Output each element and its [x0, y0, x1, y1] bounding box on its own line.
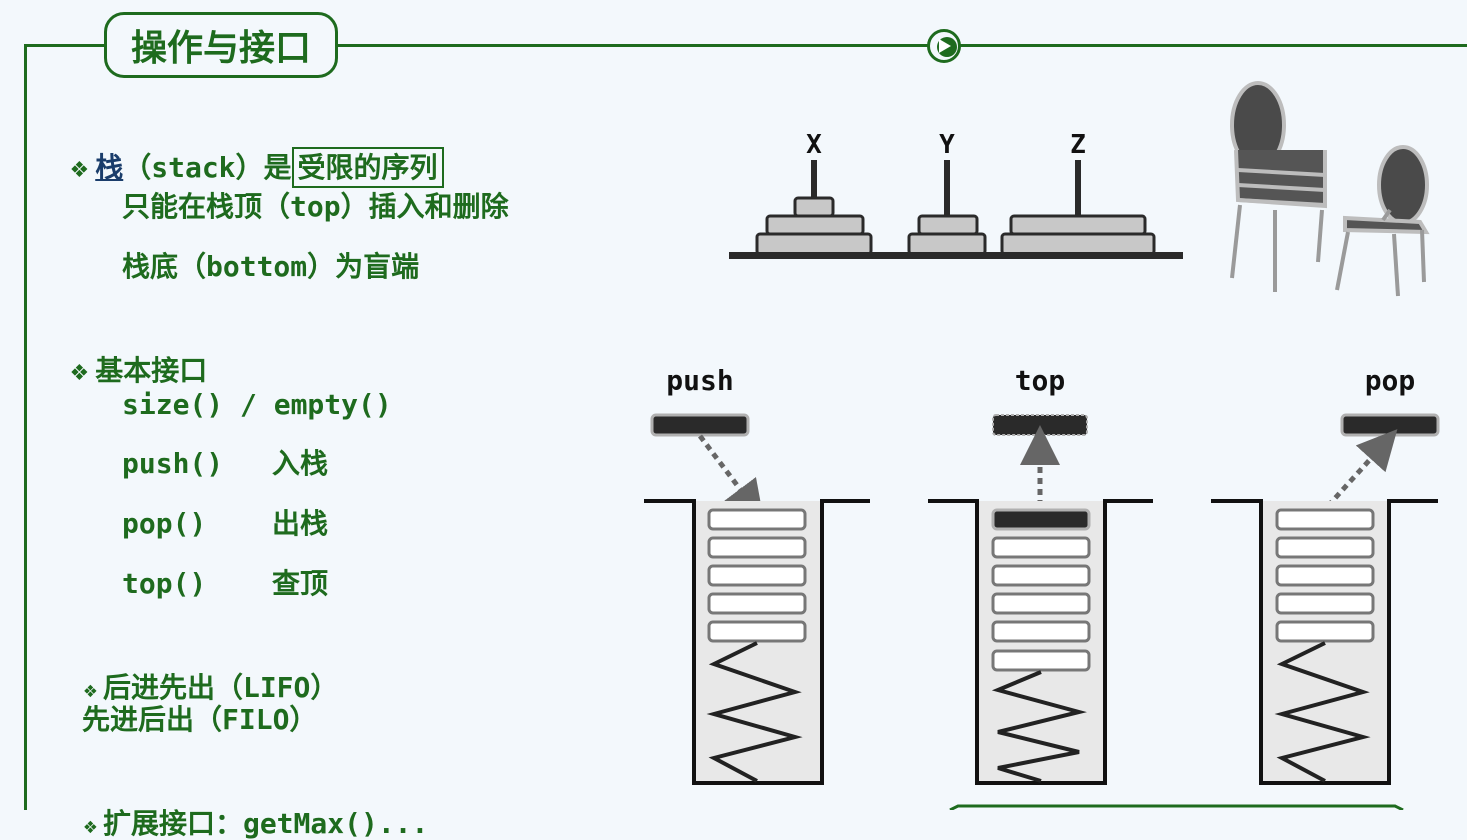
play-icon	[939, 39, 951, 53]
stack-slot	[1275, 536, 1375, 559]
text-bottom-blind: 栈底（bottom）为盲端	[122, 250, 420, 283]
push-label: push	[666, 364, 733, 397]
code-push: push()	[122, 447, 224, 480]
code-pop: pop()	[122, 507, 207, 540]
stack-slot	[707, 620, 807, 643]
stack-well-pop	[1211, 499, 1438, 785]
disk	[755, 232, 873, 256]
stack-paren: （stack）是	[123, 151, 292, 184]
disk	[1009, 214, 1147, 236]
peg-y	[944, 160, 950, 218]
restricted-sequence: 受限的序列	[291, 147, 444, 188]
diagram-canvas: X Y Z push top pop	[644, 81, 1440, 810]
frame-top-left	[24, 44, 106, 47]
hanoi-diagram: X Y Z	[729, 130, 1183, 259]
frame-top-right	[338, 44, 1467, 47]
extended-interface-label: 扩展接口：getMax()...	[102, 807, 429, 840]
bottom-box-edge	[949, 804, 1404, 810]
spring	[1274, 641, 1371, 783]
code-top: top()	[122, 567, 207, 600]
disk	[1000, 232, 1156, 256]
pop-arrow	[1326, 429, 1398, 508]
stack-slot	[707, 536, 807, 559]
page-title: 操作与接口	[104, 12, 338, 78]
stack-well-push	[644, 499, 870, 785]
stacked-chairs-illustration	[1230, 81, 1430, 297]
item-lifo: ❖后进先出（LIFO）	[50, 646, 339, 704]
peg-x	[811, 160, 817, 200]
stack-slot	[1275, 508, 1375, 531]
disk	[917, 214, 979, 236]
stack-top-item	[991, 508, 1091, 531]
text-filo: 先进后出（FILO）	[82, 703, 318, 736]
stack-slot	[1275, 564, 1375, 587]
peg-label-y: Y	[939, 130, 955, 160]
spring	[706, 641, 803, 783]
pop-item	[1340, 413, 1440, 437]
peg-z	[1075, 160, 1081, 218]
disk	[907, 232, 987, 256]
item-stack-definition: ❖栈（stack）是受限的序列	[50, 126, 444, 188]
diamond-bullet-icon: ❖	[69, 158, 90, 183]
pop-label: pop	[1365, 364, 1416, 397]
stack-slot	[1275, 620, 1375, 643]
spring	[991, 670, 1087, 783]
push-arrow	[698, 434, 765, 521]
desc-top: 查顶	[272, 567, 329, 600]
top-label: top	[1015, 364, 1066, 397]
peg-label-x: X	[806, 130, 822, 160]
stack-well-top	[928, 499, 1153, 785]
top-item-copy	[992, 414, 1088, 436]
stack-link[interactable]: 栈	[95, 151, 124, 184]
desc-push: 入栈	[272, 447, 329, 480]
stack-slot	[991, 536, 1091, 559]
disk	[793, 196, 835, 218]
text-top-only: 只能在栈顶（top）插入和删除	[122, 190, 509, 223]
stack-slot	[991, 592, 1091, 615]
stack-slot	[991, 649, 1091, 672]
diamond-bullet-icon: ❖	[69, 361, 90, 386]
peg-label-z: Z	[1070, 130, 1086, 160]
desc-pop: 出栈	[272, 507, 329, 540]
diamond-bullet-icon: ❖	[83, 814, 97, 839]
diamond-bullet-icon: ❖	[83, 678, 97, 703]
stack-slot	[707, 508, 807, 531]
push-item	[650, 413, 750, 437]
basic-interface-label: 基本接口	[95, 354, 208, 387]
hanoi-base	[729, 252, 1183, 259]
disk	[765, 214, 865, 236]
code-size-empty: size() / empty()	[122, 388, 392, 421]
frame-left	[24, 44, 27, 810]
stack-slot	[991, 564, 1091, 587]
stack-slot	[707, 592, 807, 615]
stack-slot	[707, 564, 807, 587]
stack-slot	[1275, 592, 1375, 615]
lifo-label: 后进先出（LIFO）	[102, 671, 339, 704]
stack-slot	[991, 620, 1091, 643]
item-basic-interface: ❖基本接口	[50, 329, 208, 387]
